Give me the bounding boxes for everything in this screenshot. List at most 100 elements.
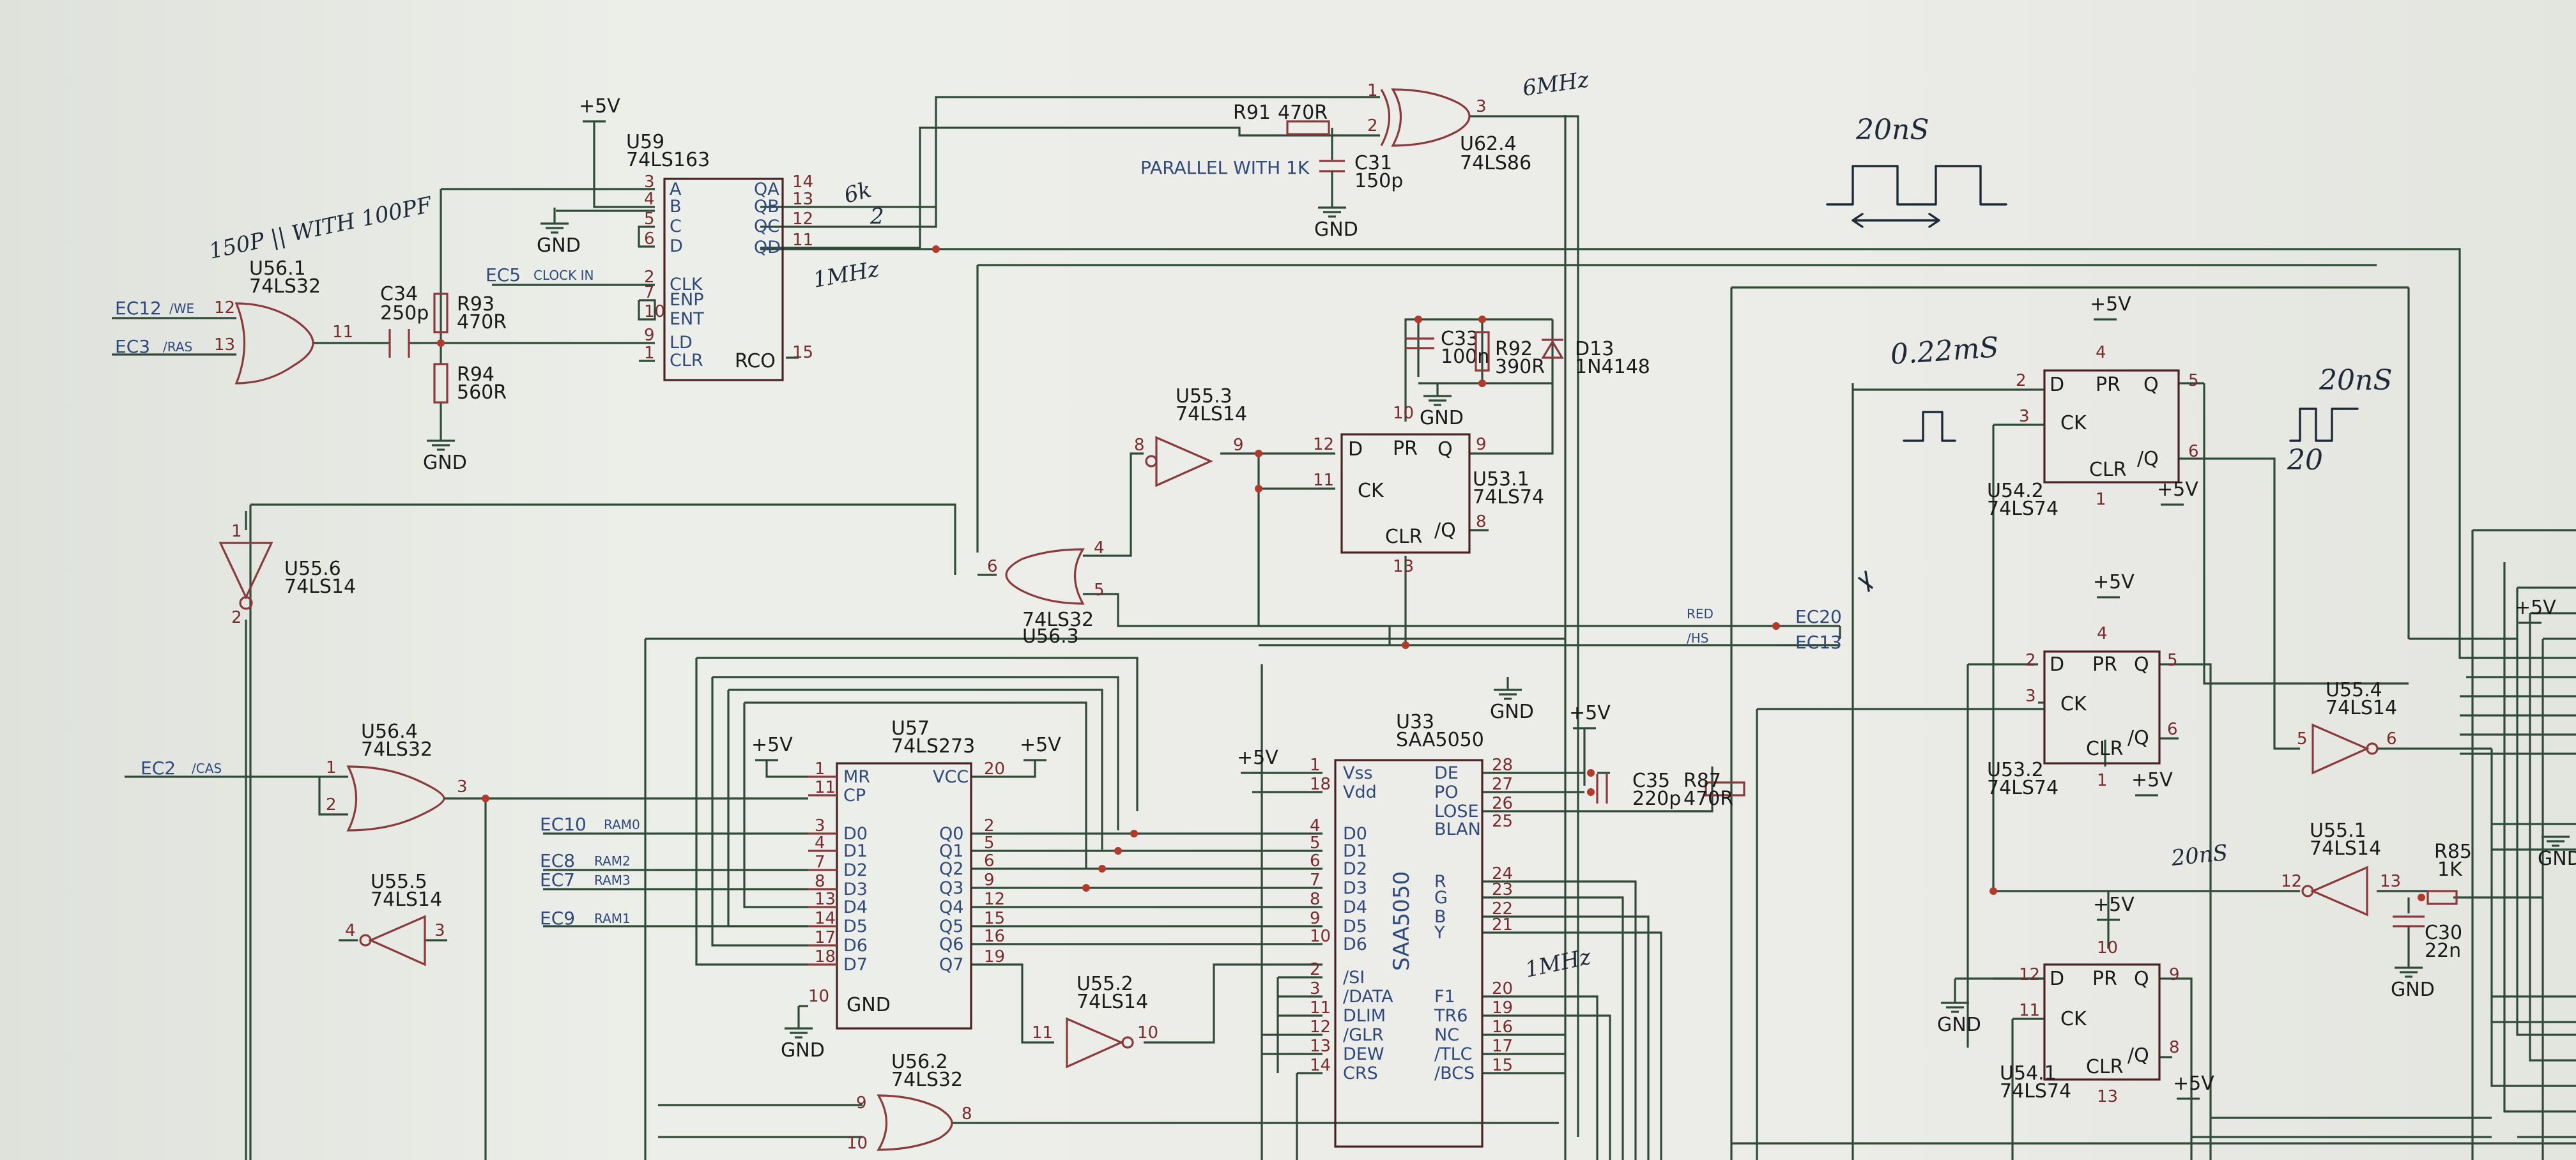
flipflop-u53-1: D CK PR CLR Q /Q 12 11 10 13 9 8 U53.1 7… <box>1313 404 1544 576</box>
u57-num-left-1: 11 <box>815 778 836 797</box>
u33-num-right-7: 21 <box>1492 915 1513 935</box>
gate-u55-2: U55.2 74LS14 11 10 <box>1032 973 1158 1069</box>
u59-pin-7: LD <box>670 333 693 353</box>
u33-type: SAA5050 <box>1396 729 1484 751</box>
u54-2-pr: PR <box>2096 374 2120 396</box>
u33-pin-8: D6 <box>1343 935 1367 954</box>
u57-pin-0: MR <box>843 767 870 787</box>
resistor-r93: R93 470R <box>433 293 507 333</box>
diode-d13: D13 1N4148 <box>1541 338 1650 378</box>
c31-value: 150p <box>1354 170 1403 192</box>
u59-rpin-0: QA <box>754 179 779 199</box>
c35-ref: C35 <box>1632 770 1670 792</box>
u55-1-type: 74LS14 <box>2310 837 2381 860</box>
u59-rco: RCO <box>735 350 776 372</box>
r92-ref: R92 <box>1495 338 1533 360</box>
vcc-u59-label: +5V <box>579 95 620 118</box>
u62-4-pin-out: 3 <box>1476 97 1487 116</box>
u56-2-pin-out: 8 <box>962 1104 972 1124</box>
c31-ref: C31 <box>1354 152 1392 174</box>
u57-rpin-0: VCC <box>933 767 969 787</box>
u53-1-n-qn: 8 <box>1476 512 1487 531</box>
u59-num-right-0: 14 <box>792 172 813 192</box>
gnd-c33-label: GND <box>1420 407 1464 429</box>
u57-num-right-0: 20 <box>984 759 1005 779</box>
c33-ref: C33 <box>1441 328 1478 350</box>
u54-2-n-pr: 4 <box>2096 343 2106 362</box>
resistor-r92: R92 390R <box>1475 331 1545 378</box>
u54-2-n-qn: 6 <box>2188 442 2199 461</box>
u33-num-left-4: 6 <box>1310 851 1321 871</box>
gate-u56-4: U56.4 74LS32 1 2 3 <box>326 721 468 832</box>
u57-type: 74LS273 <box>891 735 975 758</box>
gnd-u33-label: GND <box>1490 701 1534 723</box>
u33-pin-4: D2 <box>1343 859 1367 879</box>
u33-rpin-12: /BCS <box>1434 1064 1475 1083</box>
u57-rpin-7: Q6 <box>939 935 963 954</box>
u54-1-type: 74LS74 <box>2000 1080 2071 1103</box>
u33-body-label: SAA5050 <box>1389 871 1414 971</box>
gate-u55-3: U55.3 74LS14 8 9 <box>1134 385 1247 487</box>
u53-2-ref: U53.2 <box>1987 759 2044 781</box>
u53-2-n-ck: 3 <box>2025 687 2036 706</box>
net-ec7: EC7 <box>540 869 575 890</box>
u56-1-pin-a: 12 <box>214 298 235 317</box>
u53-2-ck: CK <box>2060 693 2087 715</box>
u59-pin-2: C <box>670 217 682 236</box>
u57-num-left-9: 18 <box>815 947 836 966</box>
u53-1-n-pr: 10 <box>1393 404 1414 423</box>
u59-type: 74LS163 <box>626 149 710 171</box>
u55-6-pin-in: 1 <box>231 522 242 541</box>
note-022ms: 0.22mS <box>1889 331 2000 371</box>
note-20ns-mid: 20nS <box>2170 840 2229 871</box>
net-ec13: EC13 <box>1795 632 1842 653</box>
u33-pin-7: D5 <box>1343 917 1367 936</box>
note-qb: 2 <box>870 204 884 229</box>
u53-2-n-clr: 1 <box>2097 771 2108 790</box>
u33-num-right-10: 16 <box>1492 1018 1513 1037</box>
u33-num-right-11: 17 <box>1492 1037 1513 1056</box>
u33-rpin-10: NC <box>1434 1025 1459 1045</box>
vcc-u57-vcc-label: +5V <box>1020 734 1061 756</box>
u57-num-right-6: 15 <box>984 909 1005 928</box>
u55-1-pin-out: 13 <box>2380 872 2401 891</box>
net-ec2: EC2 <box>141 758 176 779</box>
u62-4-pin-a: 1 <box>1367 81 1378 100</box>
u33-rpin-1: PO <box>1434 782 1459 802</box>
u53-1-n-ck: 11 <box>1313 471 1334 490</box>
vcc-u57-mr-label: +5V <box>751 734 793 756</box>
u53-1-n-d: 12 <box>1313 435 1334 454</box>
resistor-r85: R85 1K <box>2426 841 2472 905</box>
u56-3-pin-out: 6 <box>987 557 998 576</box>
net-ec9: EC9 <box>540 908 575 929</box>
u57-pin-5: D3 <box>843 880 868 899</box>
r94-ref: R94 <box>457 363 494 386</box>
d13-ref: D13 <box>1575 338 1614 360</box>
net-cas: /CAS <box>192 761 222 776</box>
u55-2-ref: U55.2 <box>1077 973 1133 995</box>
c34-ref: C34 <box>380 283 418 305</box>
wires <box>112 96 2576 1160</box>
u33-num-left-13: 13 <box>1310 1037 1331 1056</box>
u54-1-q: Q <box>2134 968 2149 990</box>
u54-2-ck: CK <box>2060 412 2087 434</box>
u59-num-left-1: 4 <box>644 190 655 209</box>
r87-value: 470R <box>1683 788 1733 810</box>
u33-num-right-1: 27 <box>1492 775 1513 794</box>
u33-num-left-9: 2 <box>1310 960 1321 979</box>
note-20ns-top: 20nS <box>1855 114 1929 146</box>
u54-1-clr: CLR <box>2086 1056 2124 1078</box>
u55-3-ref: U55.3 <box>1176 385 1232 408</box>
u55-2-type: 74LS14 <box>1077 991 1148 1013</box>
u57-pin-2: D0 <box>843 824 868 844</box>
u33-rpin-11: /TLC <box>1434 1044 1472 1064</box>
u33-pin-14: CRS <box>1343 1064 1378 1083</box>
u59-pin-5: ENP <box>670 290 704 310</box>
u33-pin-0: Vss <box>1343 763 1373 783</box>
u59-num-right-3: 11 <box>792 231 813 250</box>
cap-c33: C33 100n <box>1406 328 1489 368</box>
net-we: /WE <box>169 301 194 316</box>
c35-value: 220p <box>1632 788 1681 810</box>
